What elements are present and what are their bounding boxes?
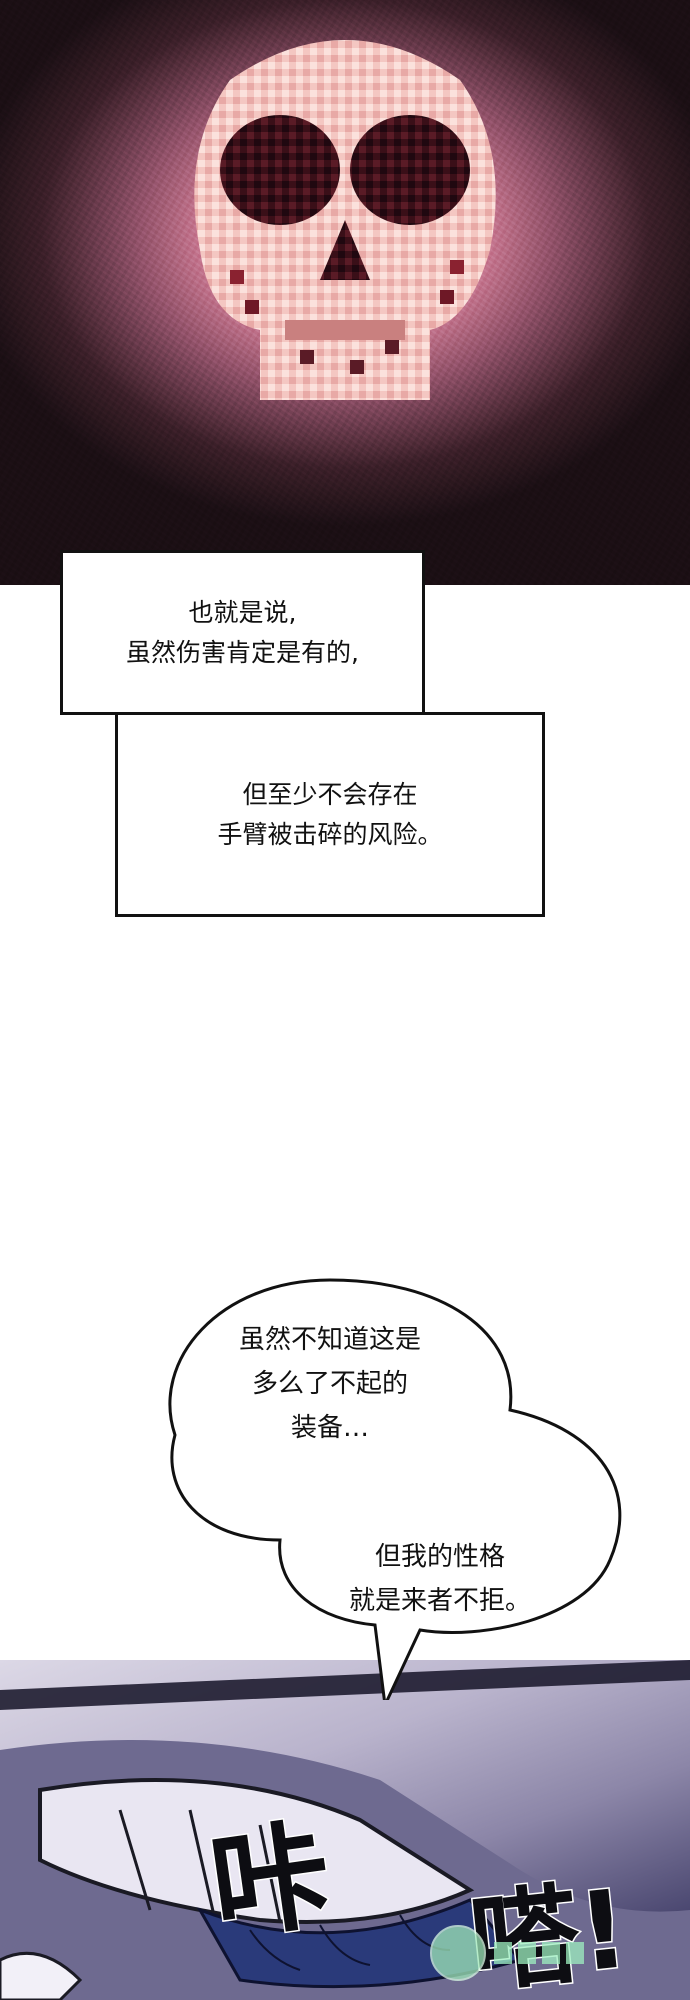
speech-line: 虽然不知道这是 (238, 1325, 421, 1355)
speech-line: 装备… (290, 1413, 369, 1443)
narration-box-1: 也就是说, 虽然伤害肯定是有的, (60, 550, 425, 715)
cat-logo-icon (430, 1925, 486, 1981)
narration-line: 但至少不会存在 (242, 780, 418, 809)
speech-bubble-text-1: 虽然不知道这是 多么了不起的 装备… (190, 1318, 470, 1450)
speech-line: 就是来者不拒。 (348, 1586, 531, 1616)
speech-line: 但我的性格 (374, 1542, 505, 1572)
narration-line: 手臂被击碎的风险。 (217, 820, 443, 849)
armor-panel (0, 1660, 690, 2000)
speech-bubble (168, 1278, 622, 1700)
speech-line: 多么了不起的 (251, 1369, 408, 1399)
narration-box-2: 但至少不会存在 手臂被击碎的风险。 (115, 712, 545, 917)
narration-line: 虽然伤害肯定是有的, (126, 638, 359, 667)
skull-panel (0, 0, 690, 585)
watermark (430, 1925, 584, 1981)
narration-line: 也就是说, (188, 598, 297, 627)
speech-bubble-text-2: 但我的性格 就是来者不拒。 (300, 1535, 580, 1623)
sound-effect-click: 咔 (201, 1803, 340, 1959)
watermark-logo-icon (494, 1942, 584, 1964)
pixelated-skull-icon (194, 40, 496, 400)
